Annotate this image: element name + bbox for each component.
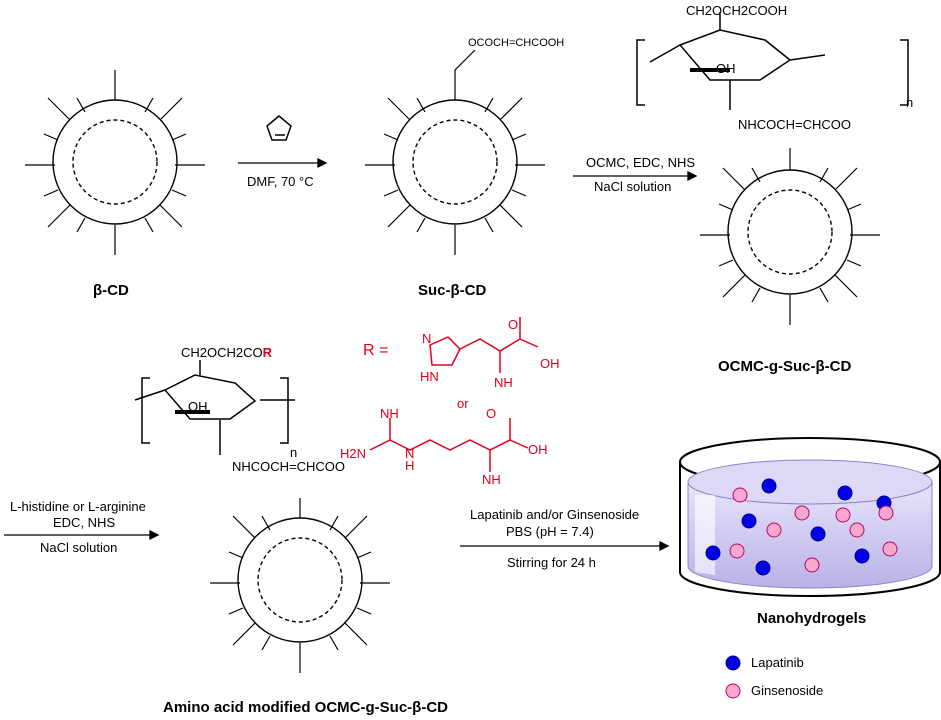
arg-nh-label: NH [482, 472, 501, 487]
step2-line2: NaCl solution [594, 179, 672, 194]
suc-chain-label: OCOCH=CHCOOH [468, 37, 565, 49]
lapatinib-particle [810, 526, 826, 542]
ocmc-top-label: CH2OCH2COOH [686, 3, 788, 18]
his-nh-label: NH [494, 375, 513, 390]
legend-lapatinib-marker [725, 655, 741, 671]
beta-cd-structure [25, 70, 205, 255]
step1-reagent: DMF, 70 °C [247, 174, 314, 189]
label-nanohydrogels: Nanohydrogels [757, 610, 867, 627]
histidine-structure [429, 317, 539, 373]
label-suc-beta-cd: Suc-β-CD [418, 282, 487, 299]
lapatinib-particle [705, 545, 721, 561]
arg-nh-top-label: NH [380, 406, 399, 421]
ginsenoside-particle [804, 557, 820, 573]
legend-ginsenoside-label: Ginsenoside [751, 683, 824, 698]
suc-beta-cd-structure [365, 49, 545, 255]
arg-h2n-label: H2N [340, 446, 367, 461]
his-n-label: N [422, 331, 432, 346]
step4-line1: Lapatinib and/or Ginsenoside [470, 507, 640, 522]
ginsenoside-particle [766, 522, 782, 538]
lapatinib-particle [761, 478, 777, 494]
arg-h-label: H [405, 458, 415, 473]
amino-link-label: NHCOCH=CHCOO [232, 459, 346, 474]
step3-line3: NaCl solution [40, 540, 118, 555]
lapatinib-particle [755, 560, 771, 576]
his-oh-label: OH [540, 356, 560, 371]
step3-line1: L-histidine or L-arginine [10, 499, 146, 514]
amino-top-r: R [262, 345, 273, 360]
ginsenoside-particle [794, 505, 810, 521]
his-hn-label: HN [420, 369, 439, 384]
step2-line1: OCMC, EDC, NHS [586, 155, 696, 170]
label-beta-cd: β-CD [93, 282, 129, 299]
step3-line2: EDC, NHS [53, 515, 116, 530]
arg-oh-label: OH [528, 442, 548, 457]
ocmc-oh-label: OH [716, 61, 736, 76]
lapatinib-particle [741, 513, 757, 529]
ocmc-repeat-unit [636, 12, 909, 110]
amino-n-label: n [290, 445, 298, 460]
step4-line2: PBS (pH = 7.4) [506, 524, 594, 539]
step4-line3: Stirring for 24 h [507, 555, 596, 570]
amino-cd-ring-structure [210, 498, 390, 673]
lapatinib-particle [854, 548, 870, 564]
lapatinib-particle [837, 485, 853, 501]
ocmc-n-label: n [906, 95, 914, 110]
ginsenoside-particle [729, 543, 745, 559]
arginine-structure [369, 418, 529, 472]
label-ocmc-g-suc-beta-cd: OCMC-g-Suc-β-CD [718, 358, 852, 375]
arg-o-label: O [486, 406, 497, 421]
label-amino-modified: Amino acid modified OCMC-g-Suc-β-CD [163, 699, 448, 716]
ocmc-link-label: NHCOCH=CHCOO [738, 117, 852, 132]
arg-n-label: N [405, 446, 415, 461]
drug-particles [705, 478, 898, 576]
ginsenoside-particle [878, 505, 894, 521]
r-equals-label: R = [363, 342, 389, 359]
amino-oh-label: OH [188, 399, 208, 414]
or-label: or [457, 396, 469, 411]
amino-top-label: CH2OCH2COR [181, 346, 272, 359]
maleic-anhydride-structure [266, 115, 292, 141]
ginsenoside-particle [835, 507, 851, 523]
amino-top-prefix: CH2OCH2CO [181, 345, 263, 360]
ocmc-cd-ring-structure [700, 148, 880, 325]
ginsenoside-particle [882, 541, 898, 557]
petri-dish [679, 437, 941, 597]
ginsenoside-particle [849, 522, 865, 538]
reaction-arrows [4, 157, 698, 552]
legend-lapatinib-label: Lapatinib [751, 655, 804, 670]
legend-ginsenoside-marker [725, 683, 741, 699]
his-o-label: O [508, 317, 519, 332]
ginsenoside-particle [732, 487, 748, 503]
amino-repeat-unit [134, 360, 295, 455]
